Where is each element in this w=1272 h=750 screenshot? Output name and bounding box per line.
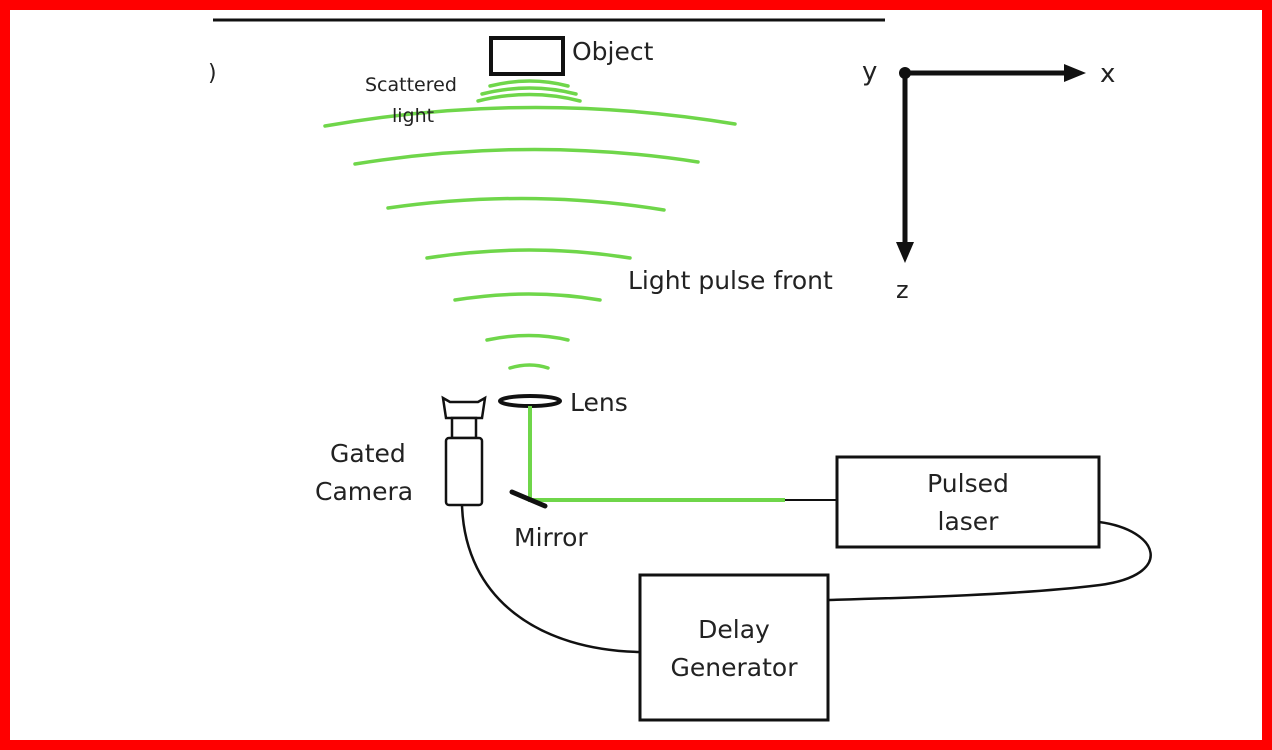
- pulse-front-label: Light pulse front: [628, 266, 833, 295]
- laser-cable: [827, 520, 1152, 602]
- laser-label-1: Pulsed: [927, 469, 1009, 498]
- z-axis-label: z: [896, 276, 909, 304]
- pulse-front-arc: [425, 248, 632, 260]
- object-label: Object: [572, 37, 654, 66]
- pulse-front-arc: [353, 147, 700, 166]
- mirror: [509, 489, 548, 509]
- pulsed-laser-box: [835, 455, 1101, 549]
- pulse-front-arc: [323, 105, 737, 128]
- lens-label: Lens: [570, 388, 628, 417]
- light-pulse-fronts: [323, 79, 737, 370]
- pulse-front-arc: [508, 363, 550, 370]
- laser-label-2: laser: [938, 507, 1000, 536]
- edge-mark: ): [208, 61, 217, 86]
- camera-label-2: Camera: [315, 477, 413, 506]
- x-arrow-icon: [1064, 64, 1086, 82]
- pulse-front-arc: [485, 333, 570, 342]
- scatter-arc: [476, 92, 582, 103]
- canvas: [10, 10, 1262, 740]
- y-axis-label: y: [862, 57, 877, 87]
- pulse-front-arc: [453, 292, 602, 302]
- scattered-label-1: Scattered: [365, 74, 457, 96]
- camera-label-1: Gated: [330, 439, 406, 468]
- scatter-arc: [480, 86, 578, 96]
- delay-label-1: Delay: [698, 615, 770, 644]
- pulse-front-arc: [386, 196, 666, 212]
- object-box: [489, 36, 565, 76]
- x-axis-label: x: [1100, 59, 1115, 89]
- delay-label-2: Generator: [671, 653, 799, 682]
- scattered-label-2: light: [392, 105, 434, 127]
- scatter-arc: [488, 79, 570, 88]
- mirror-label: Mirror: [514, 523, 588, 552]
- z-arrow-icon: [896, 242, 914, 263]
- gated-camera: [441, 395, 487, 507]
- camera-cable: [460, 504, 641, 654]
- delay-generator-box: [638, 573, 830, 722]
